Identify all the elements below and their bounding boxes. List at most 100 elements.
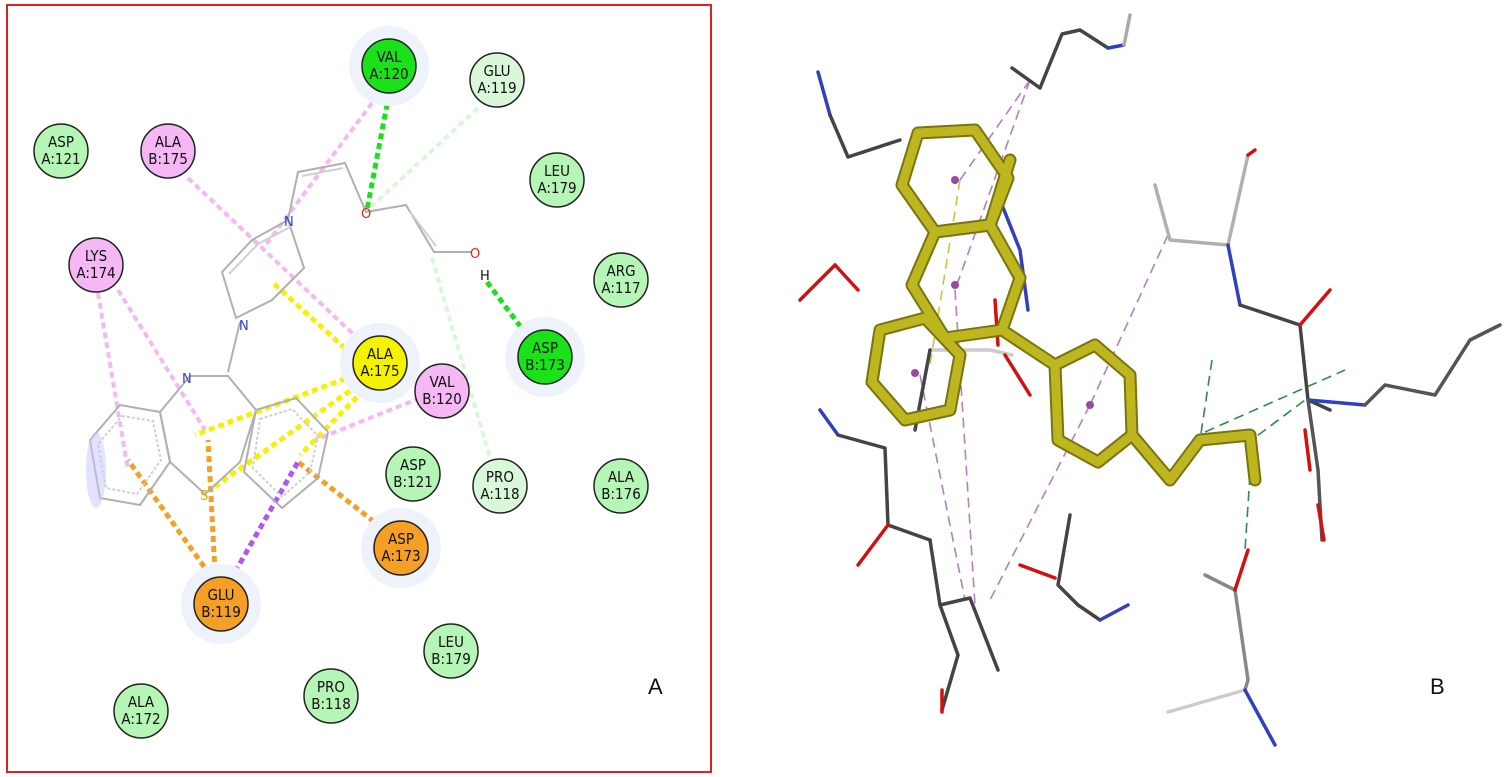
residue-disc <box>140 123 196 179</box>
residue-name: VAL <box>376 48 401 66</box>
chbond-line-glu-a119 <box>370 106 480 208</box>
pisigma-line <box>232 460 301 574</box>
atom-oxygen-1: O <box>361 207 371 222</box>
atom-sulfur: S <box>200 489 208 504</box>
residue-disc <box>193 576 249 632</box>
residue-name: LEU <box>544 162 570 180</box>
residue-name: PRO <box>317 678 345 696</box>
pianion-line-1 <box>125 458 213 577</box>
residue-chain-number: A:173 <box>381 547 420 565</box>
atom-oxygen-2: O <box>470 247 480 262</box>
residue-disc <box>352 335 408 391</box>
residue-chain-number: B:120 <box>422 390 462 408</box>
residue-chain-number: B:179 <box>431 650 471 668</box>
residue-name: VAL <box>429 373 454 391</box>
residue-chain-number: A:179 <box>537 179 576 197</box>
panel-b-label: B <box>1430 674 1445 699</box>
residue-name: GLU <box>207 586 234 604</box>
residue-name: ASP <box>388 530 414 548</box>
residue-disc <box>593 252 649 308</box>
solvent-halo <box>86 432 106 508</box>
residue-chain-number: A:172 <box>121 710 160 728</box>
alkyl-line-lys-a174-2 <box>116 288 207 432</box>
residue-name: ARG <box>606 262 635 280</box>
residue-name: ALA <box>155 133 182 151</box>
residue-chain-number: A:175 <box>360 362 399 380</box>
residue-chain-number: B:118 <box>311 695 351 713</box>
protein-residue-sticks <box>798 13 1502 747</box>
residue-disc <box>361 38 417 94</box>
residue-name: ASP <box>48 133 74 151</box>
atom-nitrogen-3: N <box>182 372 192 387</box>
alkyl-line-ala-b175 <box>186 176 372 352</box>
residue-disc <box>385 446 441 502</box>
residue-disc <box>423 623 479 679</box>
residue-name: ASP <box>532 339 558 357</box>
chbond-line-pro-a118 <box>430 257 494 466</box>
residue-name: GLU <box>483 62 510 80</box>
residue-name: LYS <box>85 247 107 265</box>
atom-labels: N N N O O H S <box>182 207 490 504</box>
ligand-2d-structure <box>88 161 472 510</box>
piperazine-ring <box>220 219 306 320</box>
residue-disc <box>469 52 525 108</box>
pi-centroid <box>951 176 959 184</box>
residue-disc <box>414 363 470 419</box>
residue-disc <box>529 152 585 208</box>
side-chain <box>287 161 472 253</box>
pianion-line-3 <box>296 460 384 530</box>
residue-chain-number: B:119 <box>201 603 241 621</box>
residue-chain-number: A:120 <box>369 65 408 83</box>
residue-disc <box>68 237 124 293</box>
atom-nitrogen-2: N <box>239 319 249 334</box>
residue-disc <box>593 458 649 514</box>
pi-centroid <box>951 281 959 289</box>
residue-disc <box>303 668 359 724</box>
panel-b-interaction-dashes <box>919 79 1346 606</box>
residue-name: ALA <box>367 345 394 363</box>
panel-b: B <box>798 13 1502 747</box>
alkyl-line-val-b120 <box>314 396 421 442</box>
atom-nitrogen-1: N <box>284 215 294 230</box>
pianion-line-2 <box>205 439 218 573</box>
residue-chain-number: A:174 <box>76 264 115 282</box>
residue-chain-number: A:119 <box>477 79 516 97</box>
residue-disc <box>472 458 528 514</box>
residue-name: ASP <box>400 456 426 474</box>
pi-centroid <box>1086 401 1094 409</box>
pisulfur-line-3 <box>208 382 360 493</box>
residue-chain-number: B:121 <box>393 473 433 491</box>
residue-disc <box>33 123 89 179</box>
residue-disc <box>373 520 429 576</box>
panel-a-label: A <box>648 674 663 699</box>
residue-name: ALA <box>128 693 155 711</box>
residue-chain-number: A:117 <box>601 279 640 297</box>
atom-hydrogen: H <box>480 269 490 284</box>
residue-name: ALA <box>608 468 635 486</box>
right-aromatic-ring <box>242 396 330 510</box>
pisulfur-line-4 <box>298 388 366 457</box>
ligand-3d-sticks <box>865 123 1262 487</box>
residue-chain-number: B:176 <box>601 485 641 503</box>
residue-name: PRO <box>486 468 514 486</box>
residue-name: LEU <box>438 633 464 651</box>
residue-chain-number: B:175 <box>148 150 188 168</box>
